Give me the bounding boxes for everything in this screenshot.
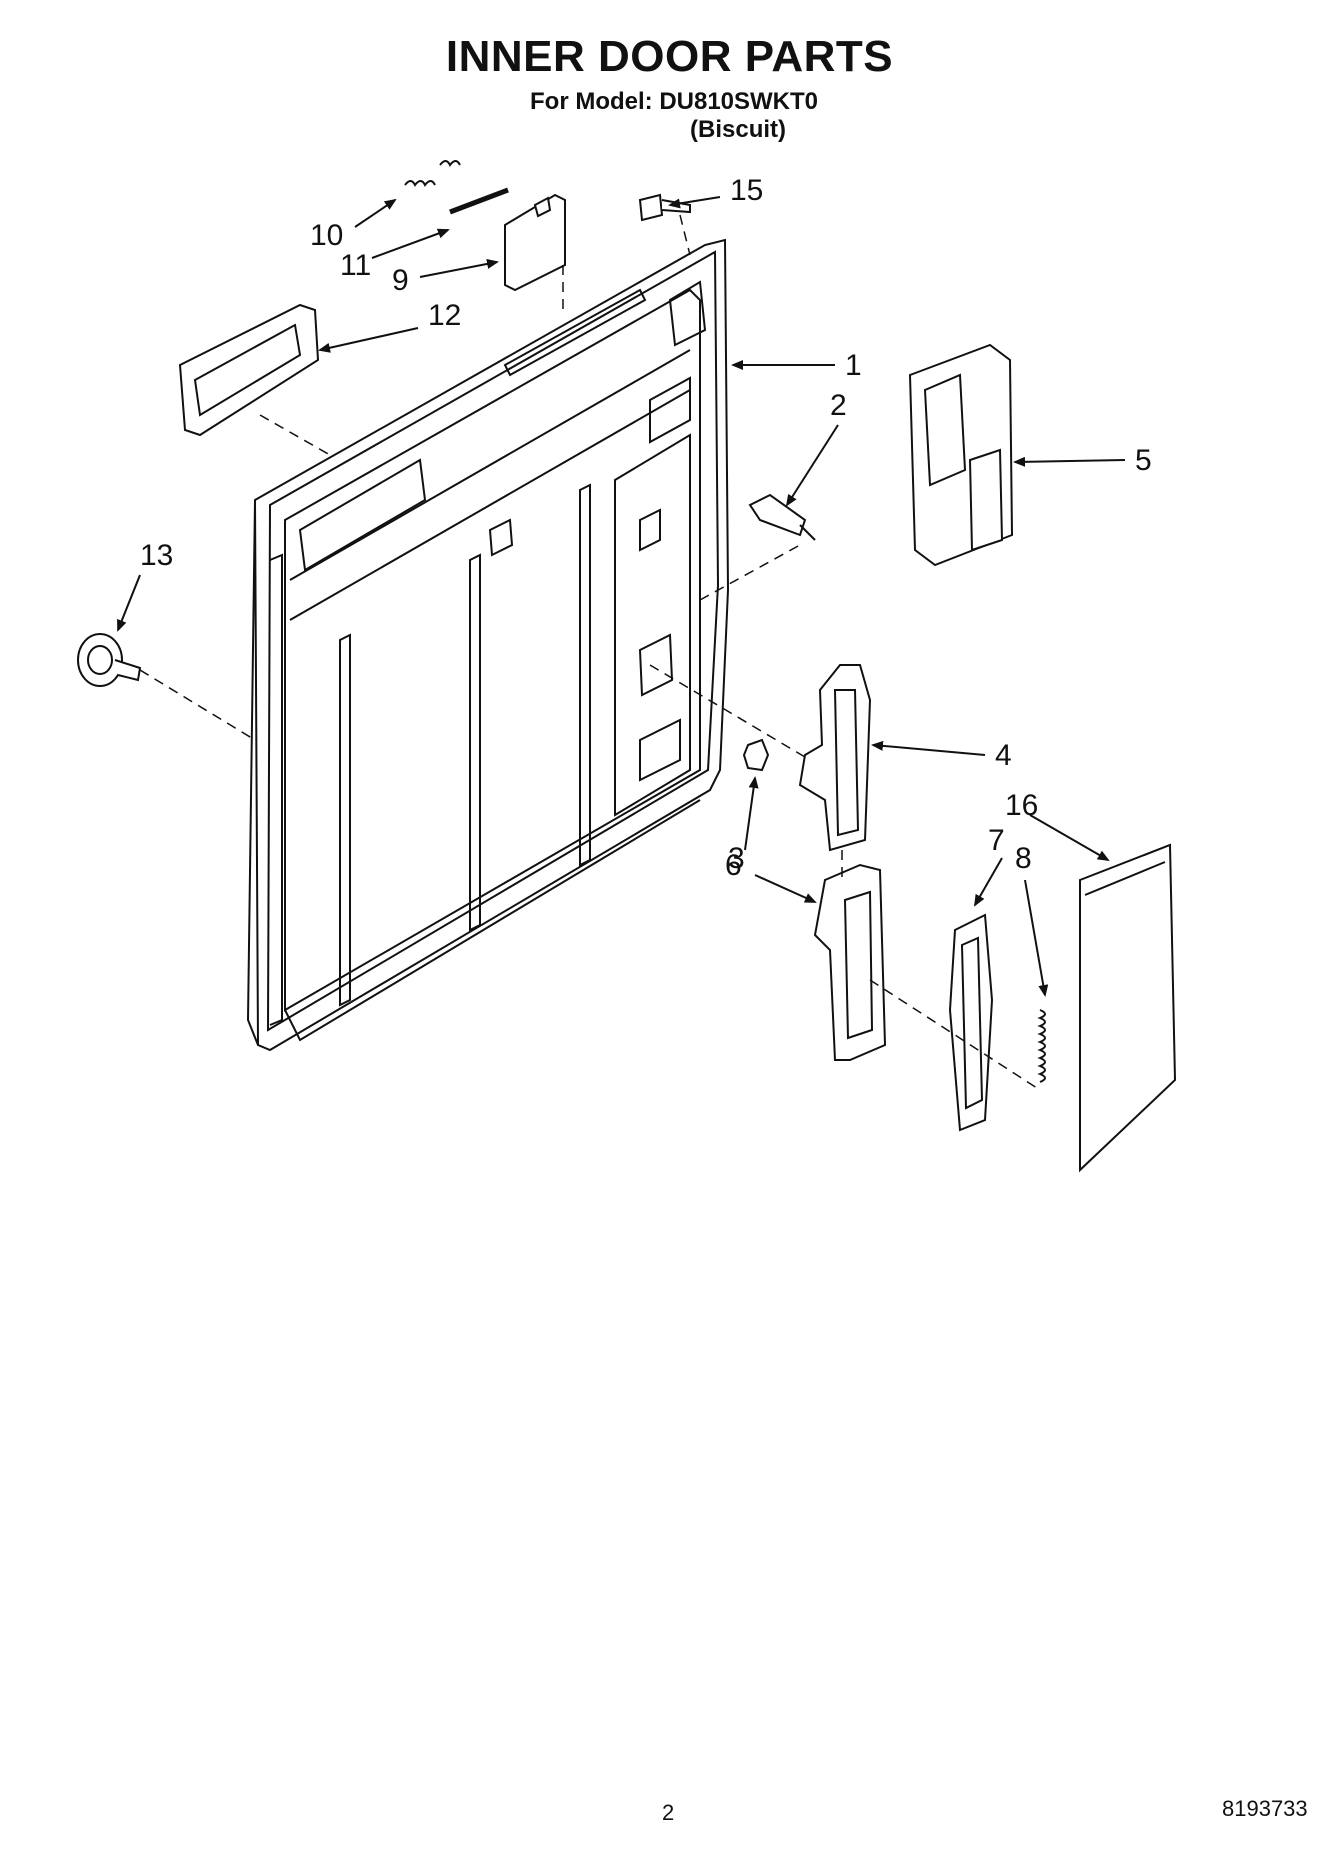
color-line: (Biscuit) xyxy=(690,116,786,143)
latch-housing-part xyxy=(908,343,1014,567)
page-number: 2 xyxy=(662,1800,675,1825)
callout-6: 6 xyxy=(725,849,742,882)
slide-part xyxy=(948,913,994,1132)
callout-10: 10 xyxy=(310,219,343,252)
assembly-dashed-lines xyxy=(139,214,1041,1091)
model-line: For Model: DU810SWKT0 xyxy=(530,88,819,115)
spring-parts xyxy=(404,160,461,187)
callout-1: 1 xyxy=(845,349,862,382)
callout-5: 5 xyxy=(1135,444,1152,477)
bumper-part xyxy=(742,738,770,772)
spring-part xyxy=(1037,1009,1046,1083)
page-title: INNER DOOR PARTS xyxy=(445,32,894,81)
callout-7: 7 xyxy=(988,824,1005,857)
shield-part xyxy=(1079,843,1177,1173)
pin-part xyxy=(449,187,509,215)
handle-part xyxy=(178,303,320,437)
knob-part xyxy=(77,633,142,687)
screw-part xyxy=(638,193,691,222)
callout-15: 15 xyxy=(730,174,763,207)
callout-8: 8 xyxy=(1015,842,1032,875)
latch-part xyxy=(798,664,872,852)
callout-4: 4 xyxy=(995,739,1012,772)
cover-part xyxy=(504,193,566,292)
inner-door-panel xyxy=(246,238,730,1052)
callout-arrows xyxy=(117,196,1126,997)
document-number: 8193733 xyxy=(1222,1796,1308,1821)
callout-13: 13 xyxy=(140,539,173,572)
callout-3: 3 xyxy=(728,842,745,875)
callout-12: 12 xyxy=(428,299,461,332)
lower-latch-part xyxy=(813,863,887,1061)
callout-9: 9 xyxy=(392,264,409,297)
callout-2: 2 xyxy=(830,389,847,422)
strike-part xyxy=(748,493,816,541)
callout-16: 16 xyxy=(1005,789,1038,822)
callout-11: 11 xyxy=(340,249,371,282)
